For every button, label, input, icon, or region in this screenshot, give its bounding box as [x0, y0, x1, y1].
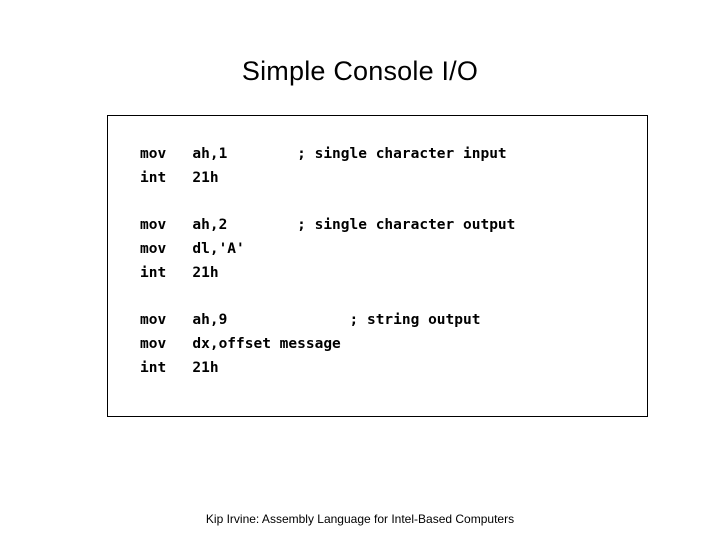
code-block-divider — [140, 285, 639, 308]
code-line: mov ah,9 ; string output — [140, 312, 481, 328]
code-line: int 21h — [140, 170, 219, 186]
code-block-string-output: mov ah,9 ; string output mov dx,offset m… — [140, 308, 639, 380]
code-block-single-character-input: mov ah,1 ; single character input int 21… — [140, 142, 639, 190]
page-title: Simple Console I/O — [241, 56, 479, 87]
code-line: mov ah,1 ; single character input — [140, 146, 507, 162]
code-block-divider — [140, 190, 639, 213]
code-listing-box: mov ah,1 ; single character input int 21… — [107, 115, 648, 417]
code-line: int 21h — [140, 360, 219, 376]
code-block-single-character-output: mov ah,2 ; single character output mov d… — [140, 213, 639, 285]
code-line: mov dx,offset message — [140, 336, 341, 352]
code-line: mov ah,2 ; single character output — [140, 217, 516, 233]
code-line: int 21h — [140, 265, 219, 281]
slide-footer: Kip Irvine: Assembly Language for Intel-… — [205, 512, 515, 526]
code-listing-content: mov ah,1 ; single character input int 21… — [140, 142, 639, 380]
code-line: mov dl,'A' — [140, 241, 245, 257]
